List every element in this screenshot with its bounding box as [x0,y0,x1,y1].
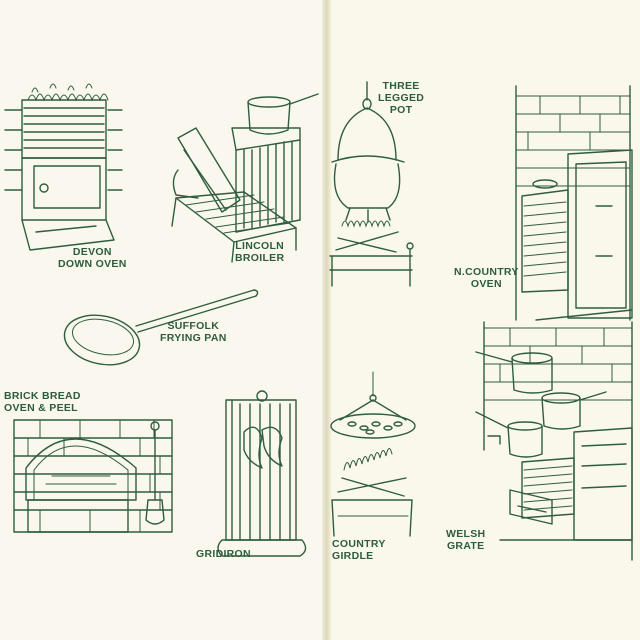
north-country-oven-illustration [515,85,633,321]
label-devon-line2: DOWN OVEN [58,258,127,270]
brick-bread-oven-illustration [13,419,173,533]
label-brick-line2: OVEN & PEEL [4,402,78,414]
label-brick-bread-oven: BRICK BREAD OVEN & PEEL [4,390,81,414]
label-welsh-line1: WELSH [446,528,486,540]
label-suffolk-frying-pan: SUFFOLK FRYING PAN [160,320,227,344]
label-lincoln-broiler: LINCOLN BROILER [235,240,284,264]
welsh-grate-illustration [475,321,633,561]
label-threelegged-line3: POT [389,104,413,116]
label-welsh-grate: WELSH GRATE [446,528,485,552]
lincoln-broiler-illustration [171,93,319,263]
label-gridiron-line1: GRIDIRON [196,548,251,560]
label-devon-down-oven: DEVON DOWN OVEN [58,246,127,270]
label-three-legged-pot: THREE LEGGED POT [378,80,424,116]
three-legged-pot-illustration [329,81,414,287]
label-country-girdle: COUNTRY GIRDLE [332,538,386,562]
label-lincoln-line1: LINCOLN [235,240,285,252]
label-lincoln-line2: BROILER [235,252,285,264]
label-north-country-oven: N.COUNTRY OVEN [454,266,519,290]
label-threelegged-line1: THREE [382,80,420,92]
label-brick-line1: BRICK BREAD [4,390,81,402]
label-suffolk-line1: SUFFOLK [167,320,220,332]
country-girdle-illustration [330,371,416,537]
label-welsh-line2: GRATE [446,540,485,552]
suffolk-frying-pan-illustration [63,289,259,366]
label-ncountry-line1: N.COUNTRY [454,266,519,278]
label-girdle-line1: COUNTRY [332,538,386,550]
label-girdle-line2: GIRDLE [332,550,374,562]
label-devon-line1: DEVON [72,246,112,258]
book-gutter [322,0,332,640]
label-gridiron: GRIDIRON [196,548,251,560]
right-page [328,0,640,640]
label-ncountry-line2: OVEN [470,278,502,290]
label-threelegged-line2: LEGGED [378,92,425,104]
devon-down-oven-illustration [4,83,123,251]
gridiron-illustration [217,390,307,557]
label-suffolk-line2: FRYING PAN [160,332,227,344]
